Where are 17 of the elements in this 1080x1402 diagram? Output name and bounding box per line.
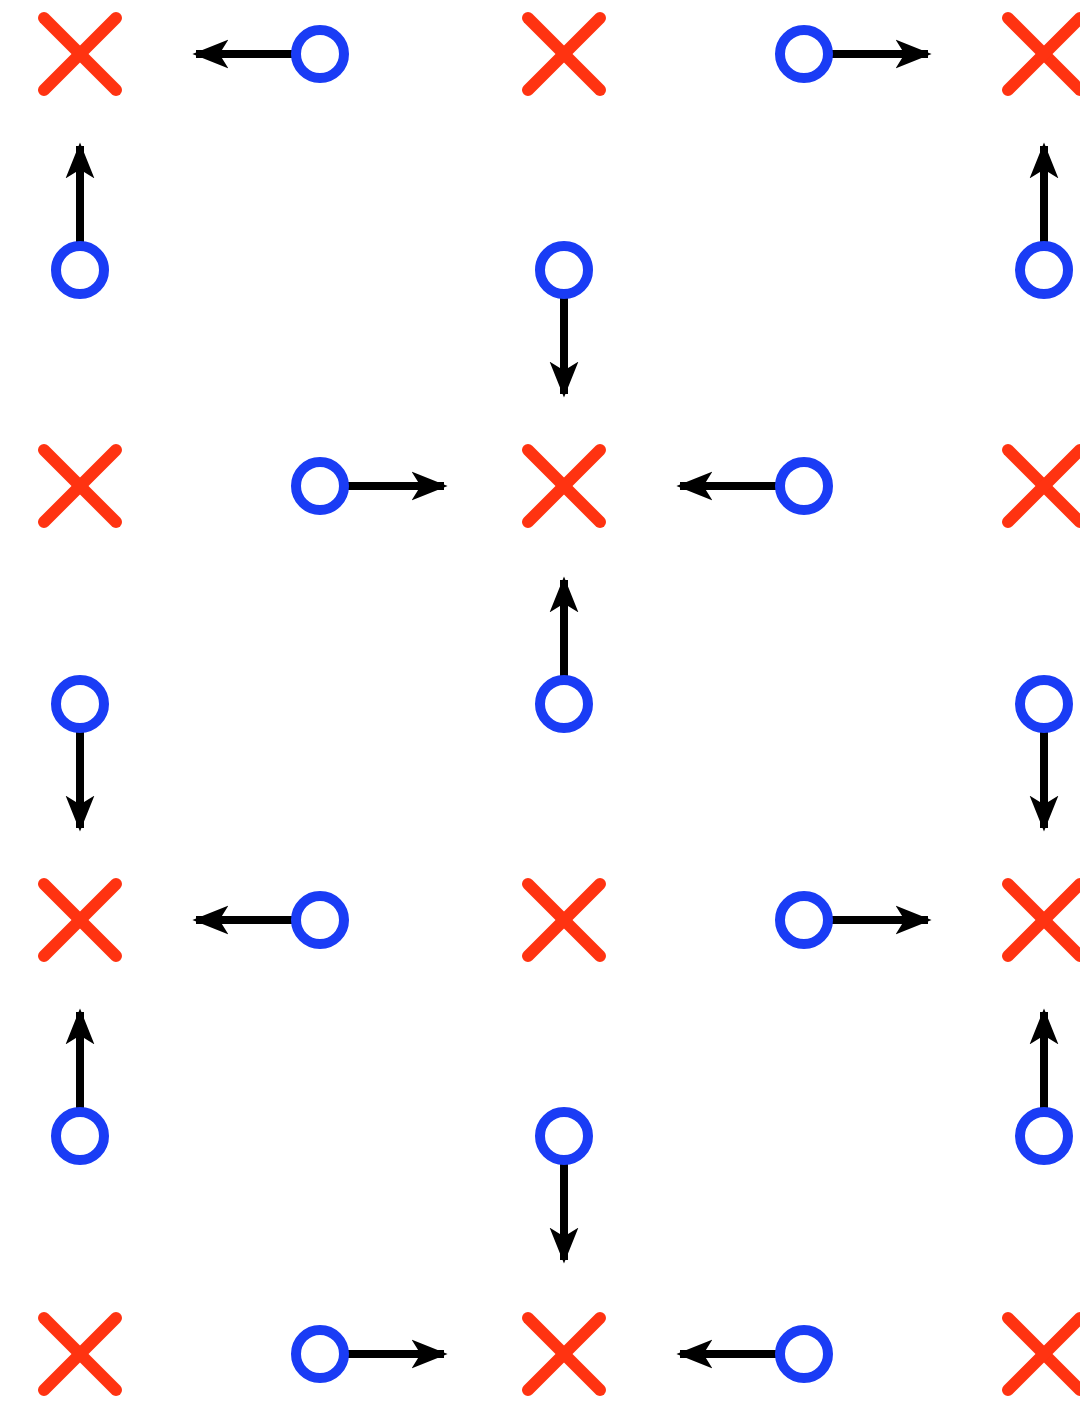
arrow [549,576,579,676]
arrow [832,39,932,69]
arrow [192,39,292,69]
arrow [832,905,932,935]
arrow [65,1008,95,1108]
arrow [1029,732,1059,832]
arrow [65,142,95,242]
arrow [549,1164,579,1264]
arrow [65,732,95,832]
arrow [192,905,292,935]
arrow [348,471,448,501]
arrow [348,1339,448,1369]
arrow [1029,142,1059,242]
arrow [676,1339,776,1369]
arrow [549,298,579,398]
arrow [1029,1008,1059,1108]
arrow [676,471,776,501]
